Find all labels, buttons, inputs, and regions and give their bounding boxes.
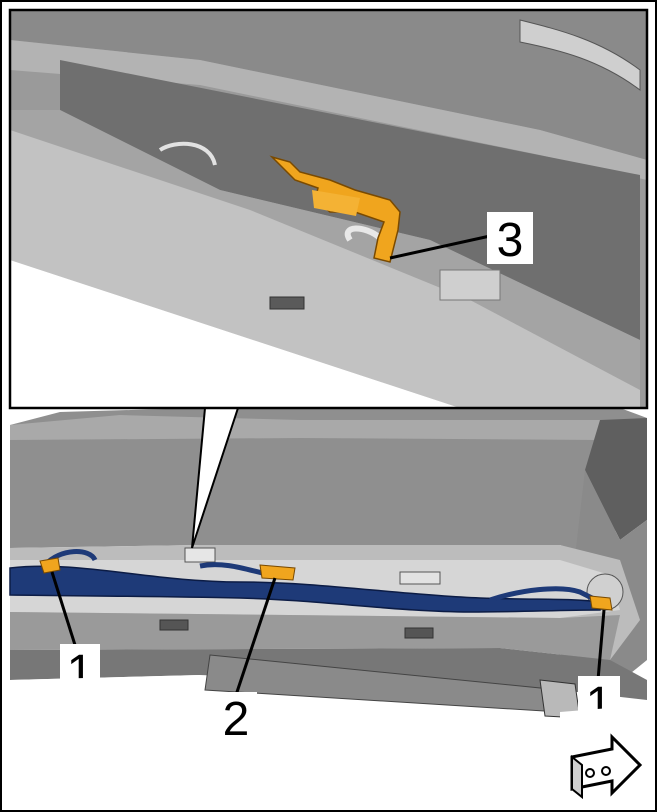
callout-box-3 [487, 212, 533, 264]
callout-2: 2 [223, 693, 250, 746]
callout-3: 3 [497, 214, 524, 267]
clip-left [39, 557, 61, 574]
cable-harness [9, 565, 601, 613]
clip-center [259, 564, 296, 581]
direction-arrow-icon [570, 733, 643, 800]
clip-right [589, 595, 613, 611]
callout-box-2 [215, 692, 257, 742]
detail-inset: 3 [8, 8, 649, 410]
